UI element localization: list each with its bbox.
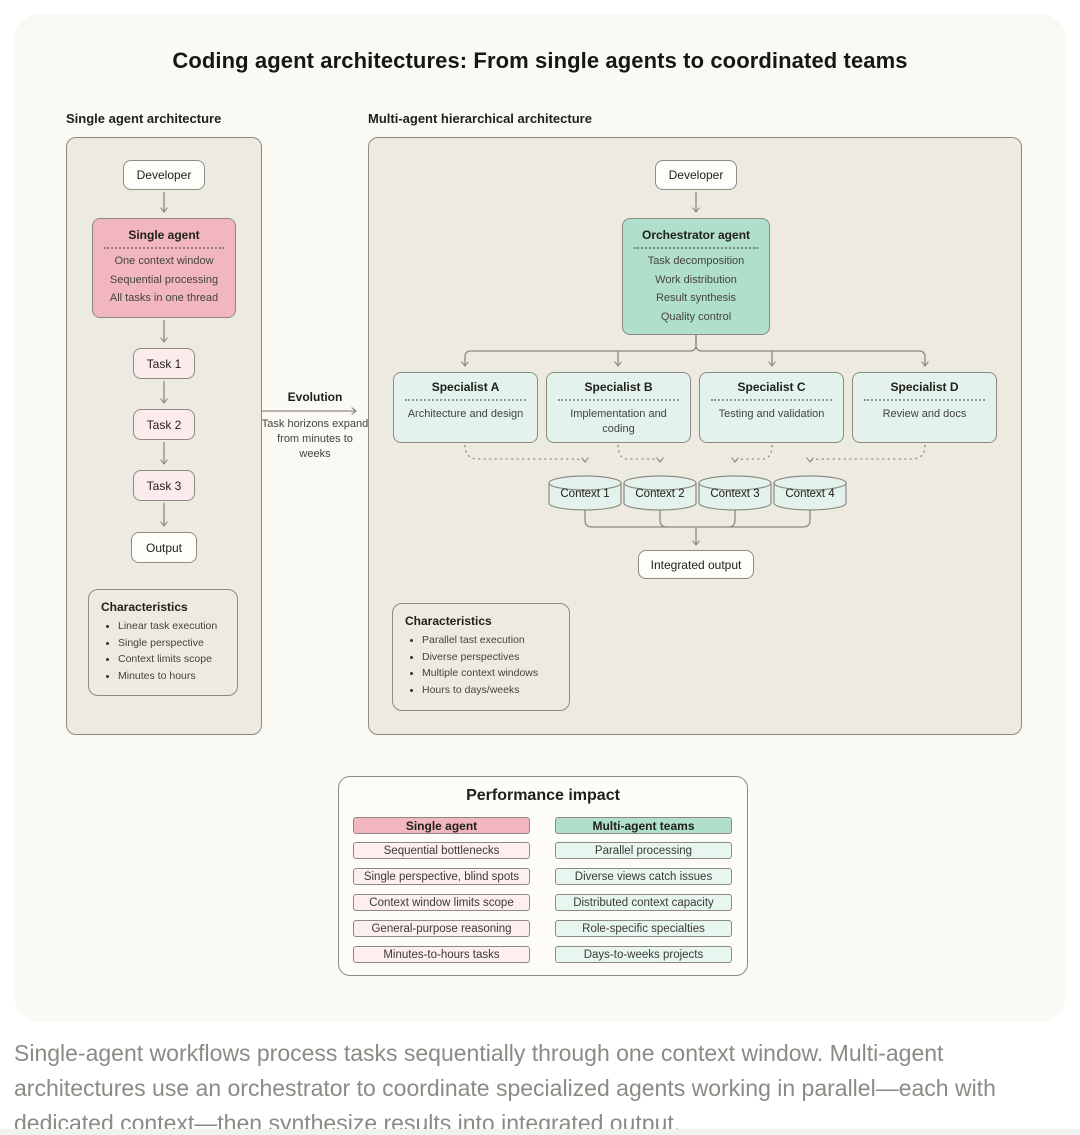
left-developer-box: Developer	[123, 160, 205, 190]
specialist-c-box: Specialist C Testing and validation	[699, 372, 844, 443]
perf-header-single-agent: Single agent	[353, 817, 530, 834]
perf-row-single: Minutes-to-hours tasks	[353, 946, 530, 963]
specialist-c-title: Specialist C	[737, 380, 806, 394]
right-characteristics-title: Characteristics	[405, 614, 492, 628]
orchestrator-box: Orchestrator agent Task decomposition Wo…	[622, 218, 770, 335]
left-characteristics-title: Characteristics	[101, 600, 188, 614]
characteristic-item: Diverse perspectives	[422, 649, 559, 666]
perf-row-multi: Distributed context capacity	[555, 894, 732, 911]
performance-impact-title: Performance impact	[466, 787, 620, 804]
left-section-label: Single agent architecture	[66, 111, 222, 126]
characteristic-item: Context limits scope	[118, 651, 227, 668]
task1-box: Task 1	[133, 348, 195, 379]
orchestrator-item: Task decomposition	[647, 255, 745, 267]
right-section-label: Multi-agent hierarchical architecture	[368, 111, 592, 126]
characteristic-item: Multiple context windows	[422, 665, 559, 682]
specialist-a-title: Specialist A	[431, 380, 500, 394]
perf-header-multi-agent: Multi-agent teams	[555, 817, 732, 834]
context2-label: Context 2	[635, 488, 685, 500]
specialist-c-description: Testing and validation	[718, 408, 825, 420]
specialist-d-title: Specialist D	[890, 380, 959, 394]
single-agent-item: Sequential processing	[109, 273, 219, 286]
dotted-separator	[711, 399, 832, 401]
specialist-b-title: Specialist B	[584, 380, 653, 394]
characteristic-item: Single perspective	[118, 635, 227, 652]
orchestrator-item: Quality control	[660, 310, 732, 323]
perf-row-single: Single perspective, blind spots	[353, 868, 530, 885]
characteristic-item: Linear task execution	[118, 618, 227, 635]
specialist-a-box: Specialist A Architecture and design	[393, 372, 538, 443]
specialist-d-description: Review and docs	[882, 408, 967, 420]
task2-box: Task 2	[133, 409, 195, 440]
single-agent-box: Single agent One context window Sequenti…	[92, 218, 236, 318]
left-characteristics-list: Linear task execution Single perspective…	[101, 618, 227, 684]
evolution-description: Task horizons expand from minutes to wee…	[261, 418, 369, 460]
diagram-title: Coding agent architectures: From single …	[172, 48, 908, 73]
specialist-a-description: Architecture and design	[407, 408, 524, 420]
context3-label: Context 3	[710, 488, 760, 500]
task3-box: Task 3	[133, 470, 195, 501]
perf-row-multi: Days-to-weeks projects	[555, 946, 732, 963]
specialist-b-description: Implementation and coding	[570, 408, 667, 435]
dotted-separator	[558, 399, 679, 401]
orchestrator-title: Orchestrator agent	[641, 228, 751, 242]
context1-label: Context 1	[560, 488, 610, 500]
single-agent-item: One context window	[114, 255, 214, 267]
right-developer-box: Developer	[655, 160, 737, 190]
right-characteristics-list: Parallel tast execution Diverse perspect…	[405, 632, 559, 698]
left-characteristics-box: Characteristics Linear task execution Si…	[88, 589, 238, 696]
perf-row-single: Sequential bottlenecks	[353, 842, 530, 859]
caption: Single-agent workflows process tasks seq…	[14, 1040, 996, 1135]
dotted-separator	[864, 399, 985, 401]
single-agent-item: All tasks in one thread	[109, 292, 219, 304]
perf-row-single: Context window limits scope	[353, 894, 530, 911]
characteristic-item: Minutes to hours	[118, 668, 227, 685]
single-agent-title: Single agent	[128, 228, 200, 242]
perf-row-multi: Diverse views catch issues	[555, 868, 732, 885]
characteristic-item: Parallel tast execution	[422, 632, 559, 649]
evolution-label: Evolution	[287, 390, 343, 404]
orchestrator-item: Work distribution	[655, 273, 737, 286]
specialist-d-box: Specialist D Review and docs	[852, 372, 997, 443]
bottom-strip	[0, 1129, 1080, 1135]
dotted-separator	[104, 247, 224, 249]
context4-label: Context 4	[785, 488, 835, 500]
orchestrator-item: Result synthesis	[655, 292, 737, 304]
specialist-b-box: Specialist B Implementation and coding	[546, 372, 691, 443]
perf-row-multi: Role-specific specialties	[555, 920, 732, 937]
right-characteristics-box: Characteristics Parallel tast execution …	[392, 603, 570, 711]
output-box: Output	[131, 532, 197, 563]
perf-row-multi: Parallel processing	[555, 842, 732, 859]
dotted-separator	[634, 247, 758, 249]
integrated-output-box: Integrated output	[638, 550, 754, 579]
characteristic-item: Hours to days/weeks	[422, 682, 559, 699]
perf-row-single: General-purpose reasoning	[353, 920, 530, 937]
dotted-separator	[405, 399, 526, 401]
